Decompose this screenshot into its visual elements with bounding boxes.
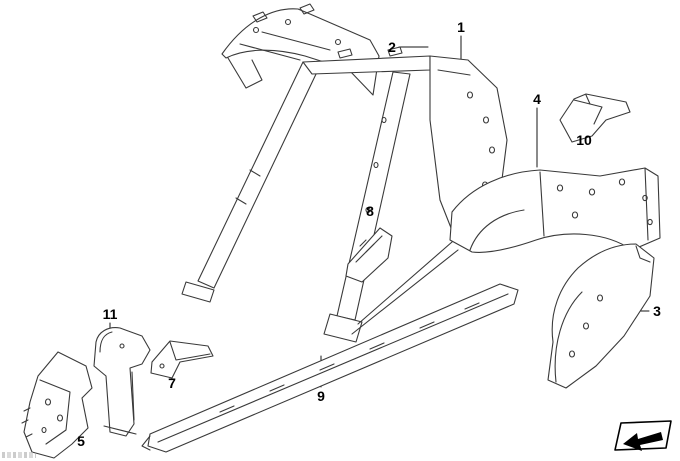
part-rear-quarter-assembly (449, 167, 661, 253)
part-lower-a-pillar (93, 327, 151, 437)
callout-8[interactable]: 8 (366, 203, 374, 219)
back-button[interactable] (613, 419, 675, 457)
part-sill-strip (141, 283, 519, 453)
callout-9[interactable]: 9 (317, 388, 325, 404)
part-roof-frame-section (221, 3, 380, 96)
part-front-panel (21, 351, 93, 459)
callout-1[interactable]: 1 (457, 19, 465, 35)
back-button-plate (614, 420, 672, 451)
part-rear-wheel-arch (547, 243, 655, 389)
part-gusset (345, 227, 393, 283)
part-small-bracket (559, 93, 631, 143)
back-arrow-icon (623, 432, 663, 451)
callout-3[interactable]: 3 (653, 303, 661, 319)
callout-5[interactable]: 5 (77, 433, 85, 449)
callout-11[interactable]: 11 (102, 306, 118, 322)
part-main-side-frame (181, 46, 508, 343)
callout-2[interactable]: 2 (388, 39, 396, 55)
callout-7[interactable]: 7 (168, 375, 176, 391)
callout-4[interactable]: 4 (533, 91, 541, 107)
part-rail-bracket (150, 340, 214, 379)
callout-10[interactable]: 10 (576, 132, 592, 148)
corner-mark (2, 452, 36, 458)
